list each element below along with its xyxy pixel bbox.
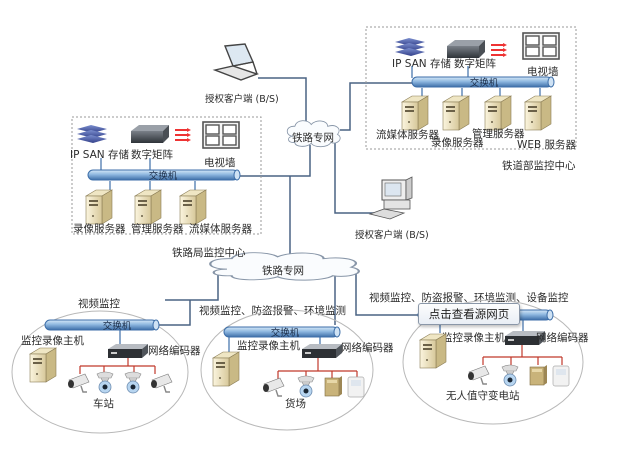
site-boundary	[11, 310, 189, 434]
bureau-center-border	[71, 116, 262, 235]
tv-wall-label: 电视墙	[204, 156, 236, 169]
bullet-camera-icon	[262, 377, 285, 397]
network-encoder-icon	[302, 344, 342, 358]
digital-matrix-label: 数字矩阵	[131, 148, 173, 161]
encoder-label: 网络编码器	[148, 344, 201, 357]
switch-bus: 交换机	[44, 319, 160, 332]
authorized-client-laptop: 授权客户端 (B/S)	[205, 43, 279, 105]
digital-matrix-label: 数字矩阵	[454, 57, 496, 70]
railway-network-cloud-top: 铁路专网	[286, 120, 341, 148]
dome-camera-icon	[297, 375, 315, 398]
site-label: 无人值守变电站	[446, 389, 520, 402]
cloud-label: 铁路专网	[262, 264, 304, 277]
link-station-bus	[158, 300, 191, 326]
server-label: 流媒体服务器	[189, 222, 252, 235]
dome-camera-icon	[501, 364, 519, 387]
site-boundary	[402, 299, 584, 425]
site-label: 货场	[285, 397, 306, 410]
camera-links	[482, 345, 563, 365]
tv-wall-label: 电视墙	[527, 65, 559, 78]
link-bureau-cloud	[238, 145, 311, 177]
recording-server-icon	[442, 95, 470, 131]
ip-san-icon	[77, 125, 107, 143]
encoder-label: 网络编码器	[341, 341, 394, 354]
view-source-tooltip[interactable]: 点击查看源网页	[418, 303, 520, 325]
server-label: 录像服务器	[73, 222, 126, 235]
bullet-camera-icon	[467, 365, 490, 385]
bureau-monitoring-center: IP SAN 存储 数字矩阵 电视墙 交换机 录像服务器 管理服务器 流媒体服务…	[70, 116, 262, 259]
environment-sensor-icon	[552, 365, 570, 387]
network-encoder-icon	[108, 344, 148, 358]
switch-bus: 交换机	[87, 169, 241, 182]
link-cloud-desktop	[334, 143, 380, 214]
digital-matrix-icon	[131, 125, 191, 143]
ip-san-icon	[395, 38, 425, 56]
ministry-monitoring-center: IP SAN 存储 数字矩阵 电视墙 交换机 流媒体服务器 录像服务器 管理服务…	[365, 26, 577, 172]
server-label: 流媒体服务器	[376, 128, 439, 141]
ip-san-label: IP SAN 存储	[392, 57, 452, 70]
site-freight-yard: 交换机 监控录像主机 网络编码器 货场	[200, 309, 394, 431]
client-label: 授权客户端 (B/S)	[205, 93, 279, 105]
recorder-label: 监控录像主机	[442, 331, 505, 344]
recorder-label: 监控录像主机	[237, 339, 300, 352]
client-label: 授权客户端 (B/S)	[355, 229, 429, 241]
server-label: WEB 服务器	[517, 138, 577, 151]
link-cloud-substation	[355, 272, 418, 316]
network-links	[158, 77, 418, 326]
switch-label: 交换机	[470, 77, 499, 89]
switch-bus: 交换机	[411, 76, 555, 89]
server-label: 管理服务器	[472, 127, 525, 140]
bullet-camera-icon	[67, 373, 90, 393]
railway-network-cloud-bottom: 铁路专网	[209, 251, 360, 282]
recorder-server-icon	[212, 351, 240, 387]
tv-wall-icon	[202, 121, 240, 149]
ministry-center-label: 铁道部监控中心	[502, 159, 576, 172]
link-laptop-cloud	[258, 77, 307, 128]
site-header: 视频监控、防盗报警、环境监测、设备监控	[369, 291, 569, 304]
server-label: 录像服务器	[431, 136, 484, 149]
encoder-label: 网络编码器	[536, 331, 589, 344]
recorder-label: 监控录像主机	[21, 334, 84, 347]
laptop-icon	[212, 43, 260, 81]
switch-bus: 交换机	[223, 326, 341, 339]
alarm-sensor-icon	[324, 375, 343, 397]
web-server-icon	[524, 95, 552, 131]
site-station: 交换机 监控录像主机 网络编码器 车站	[11, 310, 201, 434]
recorder-server-icon	[29, 347, 57, 383]
digital-matrix-icon	[447, 40, 507, 58]
bullet-camera-icon	[150, 373, 173, 393]
streaming-server-icon	[179, 189, 207, 225]
link-cloud-ministry	[340, 82, 412, 131]
camera-links	[277, 358, 358, 379]
switch-label: 交换机	[149, 170, 178, 182]
recording-server-icon	[85, 189, 113, 225]
site-label: 车站	[93, 397, 114, 410]
ip-san-label: IP SAN 存储	[70, 148, 130, 161]
switch-label: 交换机	[271, 327, 300, 339]
recorder-server-icon	[419, 333, 447, 369]
authorized-client-desktop: 授权客户端 (B/S)	[355, 176, 429, 241]
streaming-server-icon	[401, 95, 429, 131]
tv-wall-icon	[522, 32, 560, 60]
desktop-computer-icon	[368, 176, 413, 220]
dome-camera-icon	[96, 371, 114, 394]
camera-links	[79, 358, 156, 374]
dome-camera-icon	[124, 371, 142, 394]
alarm-sensor-icon	[529, 364, 548, 386]
management-server-icon	[484, 95, 512, 131]
link-cloud-station	[165, 272, 219, 301]
environment-sensor-icon	[347, 376, 365, 398]
site-header: 视频监控	[78, 297, 120, 310]
switch-label: 交换机	[103, 320, 132, 332]
server-label: 管理服务器	[131, 222, 184, 235]
ministry-center-border	[365, 26, 577, 150]
site-boundary	[200, 309, 374, 431]
cloud-label: 铁路专网	[292, 131, 334, 144]
bureau-center-label: 铁路局监控中心	[172, 246, 246, 259]
management-server-icon	[134, 189, 162, 225]
